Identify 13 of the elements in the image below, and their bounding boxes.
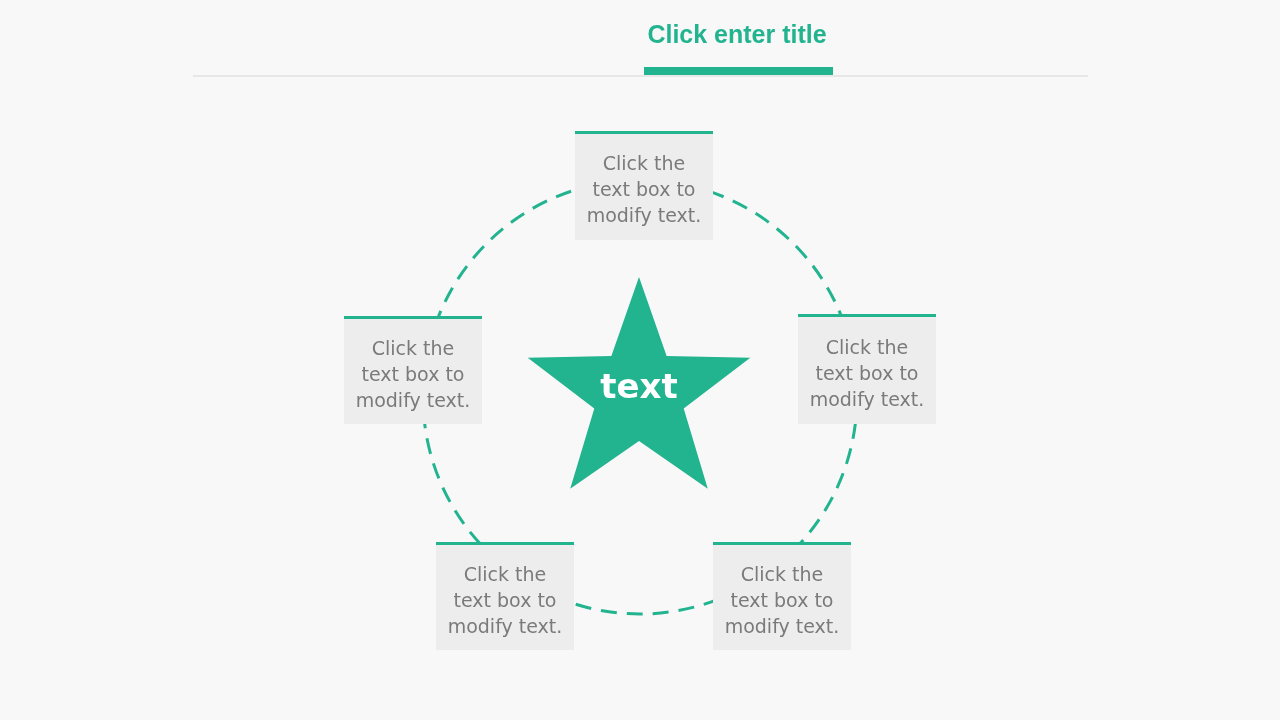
card-text: Click the text box to modify text.: [723, 561, 841, 639]
title: Click enter title: [646, 20, 828, 49]
text-card: [575, 131, 713, 240]
card-text: Click the text box to modify text.: [808, 334, 926, 412]
text-card: [798, 314, 936, 424]
text-card: [436, 542, 574, 650]
card-text: Click the text box to modify text.: [354, 335, 472, 413]
card-text: Click the text box to modify text.: [446, 561, 564, 639]
text-card: [344, 316, 482, 424]
star-shape: [527, 277, 751, 491]
text-card: [713, 542, 851, 650]
star-label: text: [600, 366, 678, 406]
card-text: Click the text box to modify text.: [585, 151, 703, 228]
